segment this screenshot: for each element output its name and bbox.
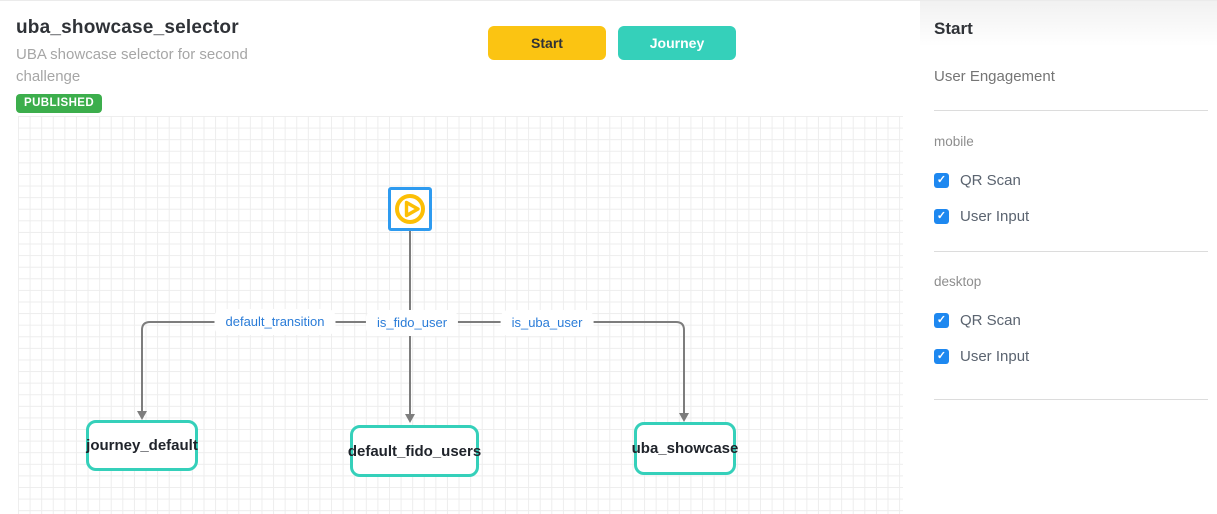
checkbox-checked-icon[interactable]: ✓ — [934, 209, 949, 224]
journey-tab-button[interactable]: Journey — [618, 26, 736, 60]
edge-label-is-fido-user[interactable]: is_fido_user — [365, 310, 459, 336]
checkbox-label: QR Scan — [960, 172, 1021, 189]
checkbox-label: User Input — [960, 208, 1030, 225]
page-subtitle: UBA showcase selector for second challen… — [16, 46, 248, 85]
edge-label-is-uba-user[interactable]: is_uba_user — [500, 310, 594, 336]
play-icon — [395, 194, 425, 224]
start-node[interactable] — [388, 187, 432, 231]
checkbox-row-mobile-user-input[interactable]: ✓ User Input — [934, 208, 1208, 225]
node-uba-showcase[interactable]: uba_showcase — [632, 422, 738, 475]
flow-canvas[interactable]: default_transition is_fido_user is_uba_u… — [18, 116, 903, 514]
section-label-mobile: mobile — [934, 134, 974, 149]
sidebar-divider — [934, 251, 1208, 252]
node-journey-default[interactable]: journey_default — [86, 420, 198, 471]
page-title: uba_showcase_selector — [16, 17, 239, 38]
checkbox-checked-icon[interactable]: ✓ — [934, 313, 949, 328]
checkbox-checked-icon[interactable]: ✓ — [934, 349, 949, 364]
checkbox-label: QR Scan — [960, 312, 1021, 329]
checkbox-row-desktop-user-input[interactable]: ✓ User Input — [934, 348, 1208, 365]
journey-header: uba_showcase_selector UBA showcase selec… — [16, 17, 266, 113]
flow-edges — [137, 231, 689, 423]
start-tab-button[interactable]: Start — [488, 26, 606, 60]
status-badge: PUBLISHED — [16, 93, 103, 113]
sidebar-divider — [934, 399, 1208, 400]
checkbox-label: User Input — [960, 348, 1030, 365]
section-label-desktop: desktop — [934, 274, 982, 289]
properties-sidebar: Start User Engagement mobile ✓ QR Scan ✓… — [920, 1, 1217, 514]
checkbox-row-desktop-qr-scan[interactable]: ✓ QR Scan — [934, 312, 1208, 329]
checkbox-checked-icon[interactable]: ✓ — [934, 173, 949, 188]
sidebar-subtitle: User Engagement — [934, 68, 1055, 85]
sidebar-divider — [934, 110, 1208, 111]
sidebar-title: Start — [934, 19, 973, 38]
checkbox-row-mobile-qr-scan[interactable]: ✓ QR Scan — [934, 172, 1208, 189]
node-default-fido-users[interactable]: default_fido_users — [348, 425, 481, 477]
edge-label-default-transition[interactable]: default_transition — [214, 309, 336, 335]
